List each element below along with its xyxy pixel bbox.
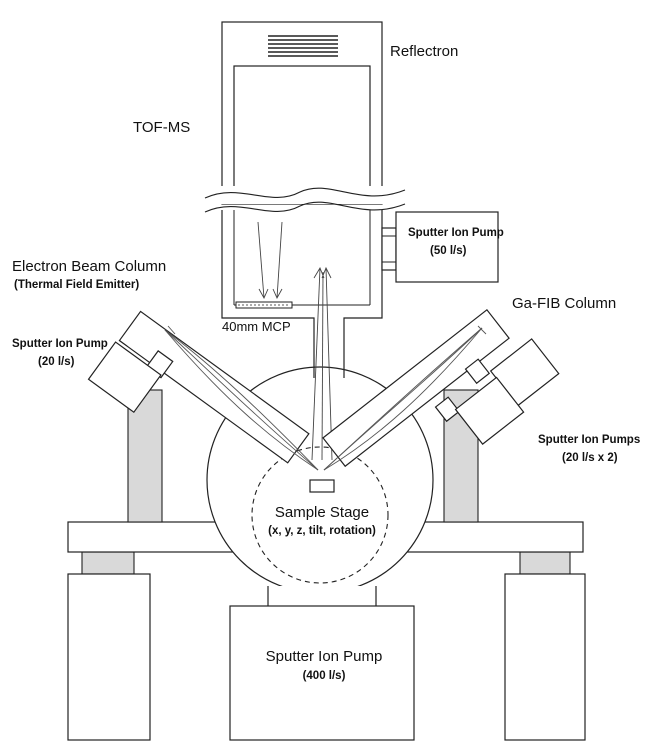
sample-stage	[309, 479, 335, 493]
beam-paths	[164, 325, 487, 471]
stage-range-circle	[251, 446, 389, 584]
ion-trajectories	[257, 221, 333, 461]
right-leg-block	[504, 573, 586, 741]
label-pumps-20x2-rate: (20 l/s x 2)	[562, 452, 618, 464]
label-pump-50-title: Sputter Ion Pump	[408, 227, 504, 239]
label-mcp: 40mm MCP	[222, 319, 291, 334]
tof-ms-column	[204, 21, 406, 378]
label-stage-sub: (x, y, z, tilt, rotation)	[268, 525, 376, 537]
lower-supports	[67, 551, 586, 741]
left-pump-group	[87, 341, 174, 414]
sputter-ion-pump-50	[395, 211, 499, 283]
label-pump-20-rate: (20 l/s)	[38, 356, 75, 368]
reflectron-grid	[268, 35, 338, 57]
tof-pump-connector	[381, 227, 397, 271]
label-ebeam-title: Electron Beam Column	[12, 258, 166, 275]
label-pumps-20x2-title: Sputter Ion Pumps	[538, 434, 640, 446]
sputter-ion-pump-400	[229, 605, 415, 741]
label-reflectron: Reflectron	[390, 43, 458, 60]
electron-beam-column	[118, 310, 310, 464]
label-pump-400-title: Sputter Ion Pump	[266, 648, 383, 665]
label-pump-20-title: Sputter Ion Pump	[12, 338, 108, 350]
right-foot-pad	[519, 551, 571, 575]
right-pump-group	[434, 338, 560, 445]
left-foot-pad	[81, 551, 135, 575]
label-ga-fib: Ga-FIB Column	[512, 295, 616, 312]
flight-tube-upper	[233, 65, 371, 197]
pump-neck	[268, 586, 376, 606]
flight-tube-lower	[221, 210, 383, 378]
label-tof-ms: TOF-MS	[133, 119, 190, 136]
label-stage-title: Sample Stage	[275, 504, 369, 521]
label-ebeam-sub: (Thermal Field Emitter)	[14, 279, 139, 291]
label-pump-50-rate: (50 l/s)	[430, 245, 467, 257]
left-leg-block	[67, 573, 151, 741]
label-pump-400-rate: (400 l/s)	[303, 670, 346, 682]
